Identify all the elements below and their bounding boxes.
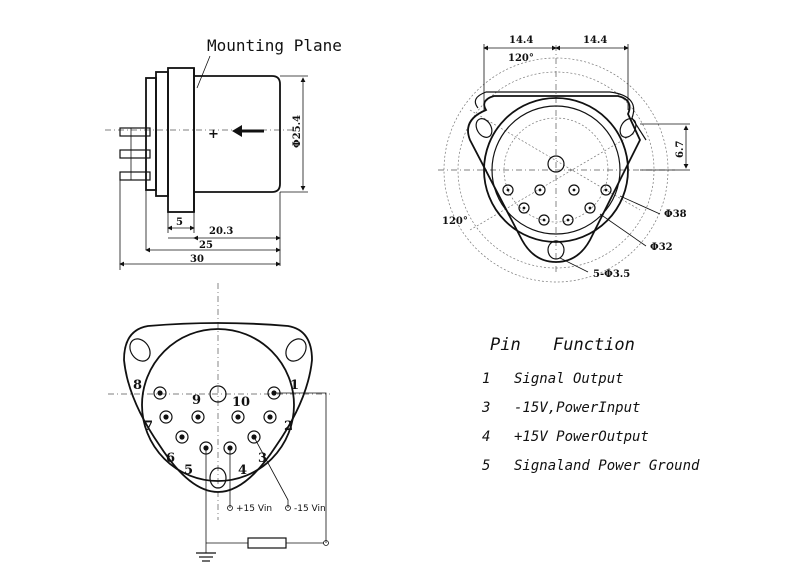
pin-number-4: 4 [238, 463, 247, 478]
top-center-pin [547, 155, 565, 173]
bottom-center-pin [209, 385, 227, 403]
dim-14-4-left: 14.4 [509, 35, 533, 46]
bottom-mount-hole-left [129, 338, 151, 362]
side-flange [155, 71, 169, 197]
bottom-pin-grid [153, 386, 281, 455]
top-flange-outline [467, 95, 641, 263]
pin-number-3: 3 [258, 451, 267, 466]
top-view: 14.4 14.4 120° 120° 6.7 Φ38 [438, 35, 690, 283]
angle-left: 120° [442, 216, 468, 227]
bottom-view: 1 2 3 4 5 6 7 8 9 10 +15 Vin -15 Vin [108, 283, 330, 562]
table-row-pin: 3 [481, 400, 490, 416]
pin-function-table: Pin Function 1 Signal Output 3 -15V,Powe… [481, 335, 700, 474]
table-row-pin: 1 [482, 371, 490, 387]
top-mount-hole-bottom [547, 240, 565, 260]
pin-number-10: 10 [232, 395, 250, 410]
load-resistor [247, 537, 287, 549]
top-mount-hole-left [475, 118, 493, 138]
pin-number-1: 1 [290, 378, 299, 393]
pin-number-7: 7 [144, 419, 153, 434]
top-body-inner [491, 105, 621, 235]
table-header-function: Function [553, 335, 635, 355]
table-row-function: -15V,PowerInput [514, 400, 640, 416]
holes-spec: 5-Φ3.5 [593, 269, 630, 280]
pin-number-8: 8 [133, 378, 142, 393]
dim-30: 30 [190, 254, 204, 265]
table-header-pin: Pin [490, 335, 521, 355]
mounting-plane-label: Mounting Plane [207, 36, 342, 55]
pin-number-6: 6 [166, 451, 175, 466]
bottom-mount-hole-right [285, 338, 307, 362]
minus-15-label: -15 Vin [294, 504, 326, 514]
side-header-block [145, 77, 157, 191]
side-view: Mounting Plane + Φ25.4 5 [105, 36, 342, 270]
plus-sign: + [208, 127, 219, 142]
table-row-pin: 5 [482, 458, 490, 474]
diameter-label: Φ25.4 [292, 115, 303, 148]
pin-number-9: 9 [192, 393, 201, 408]
angle-top: 120° [508, 53, 534, 64]
pin-number-5: 5 [184, 463, 193, 478]
diameter-32: Φ32 [650, 242, 673, 253]
mounting-plane-leader [196, 55, 211, 89]
side-pin-top [119, 127, 151, 137]
plus-15-label: +15 Vin [236, 504, 272, 514]
top-body-outer [483, 97, 629, 243]
side-body [194, 75, 281, 193]
dim-20-3: 20.3 [209, 226, 233, 237]
table-row-function: Signaland Power Ground [514, 458, 700, 474]
dim-5: 5 [176, 217, 183, 228]
bottom-body [141, 328, 295, 482]
table-row-pin: 4 [482, 429, 490, 445]
side-pin-bottom [119, 171, 151, 181]
table-row-function: Signal Output [514, 371, 624, 387]
table-row-function: +15V PowerOutput [514, 429, 649, 445]
wire-signal-output [274, 392, 327, 543]
dim-6-7: 6.7 [675, 141, 686, 158]
side-mount-collar [167, 67, 195, 213]
top-mount-hole-right [619, 118, 637, 138]
diameter-38: Φ38 [664, 209, 687, 220]
side-pin-mid [119, 149, 151, 159]
top-pin-grid [502, 184, 612, 226]
pin-number-2: 2 [284, 419, 293, 434]
wire-minus-15 [253, 436, 289, 508]
bottom-mount-hole-bottom [209, 467, 227, 489]
dim-14-4-right: 14.4 [583, 35, 607, 46]
dim-25: 25 [199, 240, 213, 251]
